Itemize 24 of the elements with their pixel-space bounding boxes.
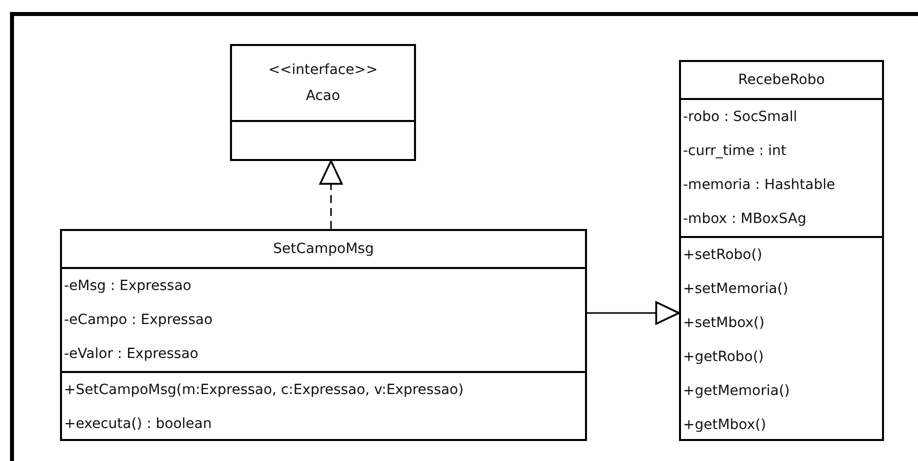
member-text: +executa() : boolean <box>63 415 212 434</box>
member-text: +SetCampoMsg(m:Expressao, c:Expressao, v:Expressao) <box>63 381 464 400</box>
member-text: +setMbox() <box>682 314 764 333</box>
member-text: -eValor : Expressao <box>63 345 198 364</box>
member-text: -robo : SocSmall <box>682 108 798 127</box>
class-name: Acao <box>306 87 340 105</box>
class-box <box>60 229 587 441</box>
class-box <box>679 60 884 441</box>
member-text: +getRobo() <box>682 348 764 367</box>
class-name: RecebeRobo <box>738 71 825 89</box>
member-text: -eCampo : Expressao <box>63 311 213 330</box>
class-box <box>230 44 416 161</box>
stereotype-label: <<interface>> <box>268 61 378 79</box>
member-text: +getMemoria() <box>682 382 790 401</box>
member-text: -curr_time : int <box>682 142 786 161</box>
member-text: -memoria : Hashtable <box>682 176 836 195</box>
member-text: -eMsg : Expressao <box>63 277 192 296</box>
member-text: -mbox : MBoxSAg <box>682 210 806 229</box>
inheritance-arrow <box>319 160 343 229</box>
inheritance-arrow <box>587 301 680 325</box>
member-text: +setMemoria() <box>682 280 788 299</box>
member-text: +setRobo() <box>682 246 762 265</box>
class-name: SetCampoMsg <box>273 240 374 258</box>
member-text: +getMbox() <box>682 416 766 435</box>
